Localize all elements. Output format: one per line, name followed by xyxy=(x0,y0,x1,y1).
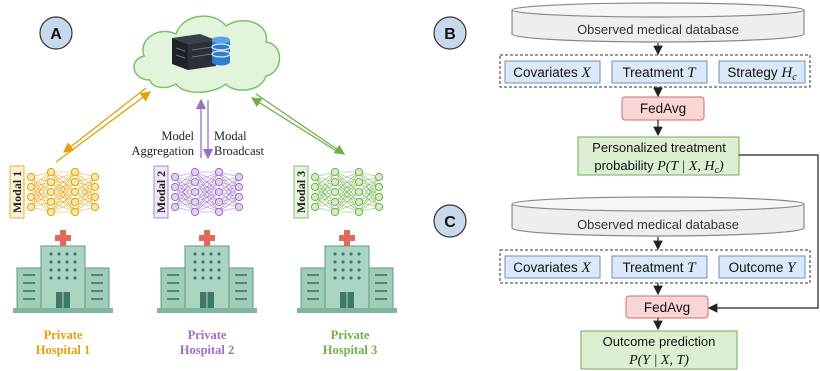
feedback-arrow xyxy=(707,154,819,313)
hospital-name-3-line2: Hospital 3 xyxy=(323,343,378,357)
fedavg-box-b xyxy=(621,96,705,121)
modal-label-1: Modal 1 xyxy=(10,171,24,213)
input-treatment-c: Treatment T xyxy=(611,255,708,279)
input-treatment-c-text: Treatment xyxy=(622,260,687,275)
input-treatment-b-math: T xyxy=(687,65,697,81)
input-strategy-b-math: H xyxy=(780,65,793,81)
hospital-building-icon-1 xyxy=(13,230,113,313)
input-strategy-b: Strategy Hc xyxy=(718,60,806,84)
database-b-label: Observed medical database xyxy=(577,22,739,37)
panel-b-label: B xyxy=(444,26,456,43)
svg-text:Strategy Hc: Strategy Hc xyxy=(727,65,797,83)
input-covariates-c: Covariates X xyxy=(504,255,601,279)
modal-label-3: Modal 3 xyxy=(294,171,308,213)
panel-b-badge xyxy=(433,16,467,50)
panel-c-label: C xyxy=(444,214,456,231)
svg-text:Treatment T: Treatment T xyxy=(622,260,697,276)
input-covariates-b-text: Covariates xyxy=(513,65,581,80)
database-c-label: Observed medical database xyxy=(577,217,739,232)
neural-network-icon-2 xyxy=(170,167,244,217)
input-outcome-c-text: Outcome xyxy=(729,260,788,275)
hospital-name-1-line1: Private xyxy=(44,328,83,342)
input-treatment-b-text: Treatment xyxy=(622,65,687,80)
modal-label-box-2 xyxy=(153,165,169,219)
output-b-math-sub: c xyxy=(715,165,720,176)
modal-label-2: Modal 2 xyxy=(154,171,168,213)
panel-b: B Observed medical database Covariates X… xyxy=(433,2,819,313)
svg-text:Covariates X: Covariates X xyxy=(513,260,591,276)
svg-text:Covariates X: Covariates X xyxy=(513,65,591,81)
input-strategy-b-text: Strategy xyxy=(727,65,781,80)
panel-a-badge xyxy=(39,16,73,50)
database-c: Observed medical database xyxy=(511,196,805,237)
hospital-name-2-line2: Hospital 2 xyxy=(180,343,235,357)
broadcast-arrow-1 xyxy=(62,87,147,153)
output-b-line1: Personalized treatment xyxy=(592,140,726,155)
output-b-math-end: ) xyxy=(718,159,724,174)
input-outcome-c: Outcome Y xyxy=(718,255,806,279)
output-b-math: P(T | X, H xyxy=(656,159,715,174)
input-outcome-c-math: Y xyxy=(787,260,797,276)
panel-a: A Model Aggregation Modal B xyxy=(9,15,397,357)
svg-text:Outcome Y: Outcome Y xyxy=(729,260,798,276)
input-covariates-c-math: X xyxy=(581,260,592,276)
hospital-building-icon-3 xyxy=(297,230,397,313)
neural-network-icon-1 xyxy=(26,167,100,217)
database-b: Observed medical database xyxy=(511,2,805,43)
modal-broadcast-label-2: Broadcast xyxy=(214,144,265,158)
output-box-c xyxy=(580,330,738,370)
input-covariates-c-text: Covariates xyxy=(513,260,581,275)
hospital-name-2-line1: Private xyxy=(188,328,227,342)
hospital-building-icon-2 xyxy=(157,230,257,313)
upload-arrow-3 xyxy=(250,97,339,153)
neural-network-icon-3 xyxy=(310,167,384,217)
output-b-line2-text: probability xyxy=(594,158,657,173)
inputs-group-b xyxy=(499,54,811,88)
database-icon xyxy=(211,36,231,66)
output-box-b xyxy=(577,136,740,176)
server-icon xyxy=(172,34,216,70)
modal-label-box-3 xyxy=(293,165,309,219)
panel-c-badge xyxy=(433,204,467,238)
modal-label-box-1 xyxy=(9,165,25,219)
output-c-line1: Outcome prediction xyxy=(603,334,716,349)
input-treatment-b: Treatment T xyxy=(611,60,708,84)
svg-text:Treatment T: Treatment T xyxy=(622,65,697,81)
hospital-name-1-line2: Hospital 1 xyxy=(36,343,91,357)
panel-c: C Observed medical database Covariates X… xyxy=(433,196,811,370)
broadcast-arrow-3 xyxy=(255,93,346,155)
inputs-group-c xyxy=(499,249,811,284)
input-covariates-b-math: X xyxy=(581,65,592,81)
output-b-line2: probability P(T | X, Hc) xyxy=(594,158,724,176)
output-c-math: P(Y | X, T) xyxy=(628,353,689,368)
hospital-name-3-line1: Private xyxy=(331,328,370,342)
input-treatment-c-math: T xyxy=(687,260,697,276)
input-strategy-b-sub: c xyxy=(792,72,797,83)
modal-broadcast-label-1: Modal xyxy=(214,129,247,143)
fedavg-label-c: FedAvg xyxy=(644,300,690,315)
fedavg-box-c xyxy=(625,295,709,319)
model-aggregation-label-2: Aggregation xyxy=(132,144,195,158)
input-covariates-b: Covariates X xyxy=(504,60,601,84)
fedavg-label-b: FedAvg xyxy=(640,101,686,116)
panel-a-label: A xyxy=(50,26,62,43)
model-aggregation-label-1: Model xyxy=(161,129,194,143)
